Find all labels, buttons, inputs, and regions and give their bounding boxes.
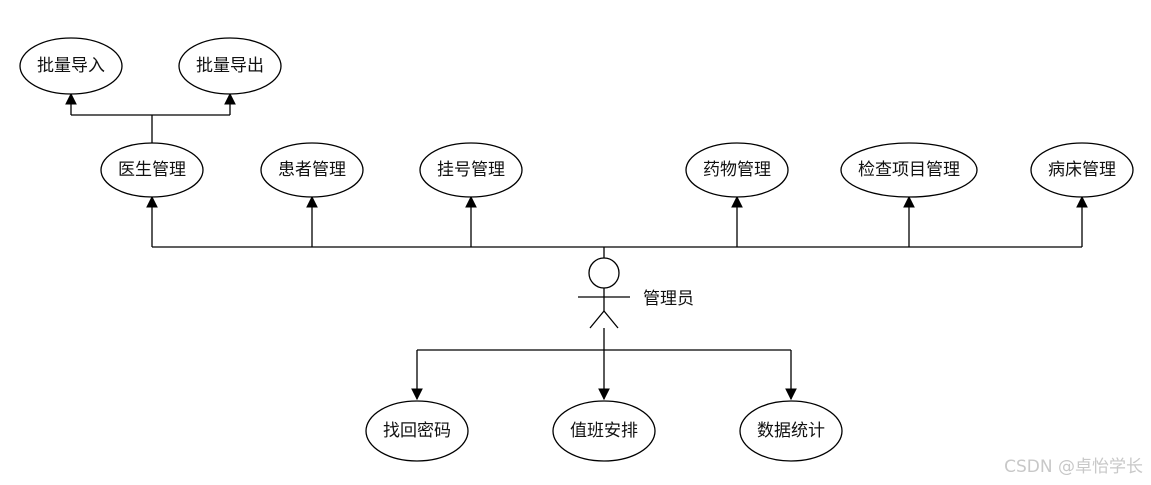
watermark: CSDN @卓怡学长 [1004, 457, 1143, 477]
use-case-batch-export: 批量导出 [178, 37, 282, 95]
use-case-label: 检查项目管理 [858, 160, 960, 180]
use-case-patient-mgmt: 患者管理 [260, 142, 364, 198]
use-case-label: 找回密码 [383, 421, 451, 441]
use-case-data-statistics: 数据统计 [739, 400, 843, 462]
stick-figure-icon [578, 257, 630, 329]
use-case-doctor-mgmt: 医生管理 [100, 142, 204, 198]
use-case-label: 批量导出 [196, 56, 264, 76]
use-case-label: 患者管理 [278, 160, 346, 180]
use-case-label: 挂号管理 [437, 160, 505, 180]
use-case-registration-mgmt: 挂号管理 [419, 142, 523, 198]
use-case-label: 批量导入 [37, 56, 105, 76]
use-case-medicine-mgmt: 药物管理 [685, 142, 789, 198]
use-case-label: 病床管理 [1048, 160, 1116, 180]
actor-label: 管理员 [643, 289, 694, 309]
use-case-label: 数据统计 [757, 421, 825, 441]
use-case-label: 医生管理 [118, 160, 186, 180]
use-case-batch-import: 批量导入 [19, 37, 123, 95]
use-case-label: 值班安排 [570, 421, 638, 441]
use-case-retrieve-password: 找回密码 [365, 400, 469, 462]
connector-lines [65, 92, 1088, 401]
use-case-exam-item-mgmt: 检查项目管理 [840, 142, 978, 198]
use-case-duty-schedule: 值班安排 [552, 400, 656, 462]
use-case-label: 药物管理 [703, 160, 771, 180]
use-case-bed-mgmt: 病床管理 [1030, 142, 1134, 198]
